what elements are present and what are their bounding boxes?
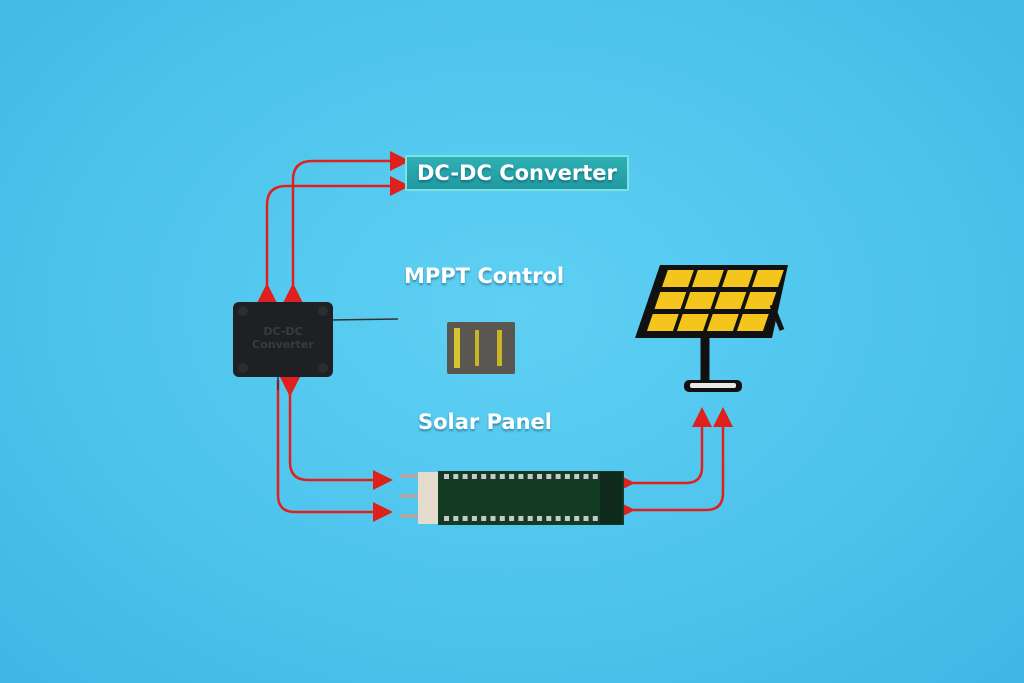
board-pin: [546, 516, 552, 521]
board-pin: [490, 474, 496, 479]
arrow-converter-to-board-inner: [280, 377, 393, 490]
solar-cell: [662, 270, 694, 287]
converter-box-print: DC-DC Converter: [252, 325, 314, 351]
board-pin: [444, 516, 449, 521]
solar-cell: [646, 314, 679, 331]
board-pin: [518, 474, 524, 479]
board-pin: [555, 516, 561, 521]
board-pin: [574, 516, 580, 521]
board-pin: [471, 516, 477, 521]
solar-panel-icon: [635, 265, 788, 392]
board-pin: [592, 474, 598, 479]
solar-cell: [744, 292, 777, 309]
arrow-board-to-panel-inner: [615, 407, 712, 493]
solar-panel-label: Solar Panel: [418, 410, 552, 434]
arrow-converter-to-board-outer: [276, 380, 393, 522]
solar-cell: [736, 314, 769, 331]
board-pin: [564, 474, 570, 479]
board-pin: [527, 474, 533, 479]
board-pin: [509, 474, 515, 479]
board-pin: [555, 474, 561, 479]
board-pin: [583, 474, 589, 479]
board-pin: [527, 516, 533, 521]
solar-cell: [706, 314, 739, 331]
mppt-control-label: MPPT Control: [404, 264, 565, 288]
board-pin: [499, 516, 505, 521]
board-pin: [471, 474, 477, 479]
board-pin: [499, 474, 505, 479]
board-pin: [481, 516, 487, 521]
board-pin: [509, 516, 515, 521]
board-pin: [453, 474, 459, 479]
mppt-chip: [447, 322, 515, 374]
board-pin: [453, 516, 459, 521]
solar-cell: [654, 292, 687, 309]
solar-cell: [714, 292, 747, 309]
board-pin: [444, 474, 449, 479]
board-pin: [537, 474, 542, 479]
board-pin: [490, 516, 496, 521]
board-pin: [481, 474, 487, 479]
dcdc-converter-module: [233, 302, 399, 390]
board-pin: [462, 516, 468, 521]
board-pin: [564, 516, 570, 521]
arrow-board-to-panel-outer: [615, 407, 733, 520]
solar-cell: [684, 292, 717, 309]
solar-cell: [692, 270, 724, 287]
arrow-converter-to-dcdc-outer: [257, 176, 410, 303]
solar-cell: [676, 314, 709, 331]
solar-cell: [752, 270, 784, 287]
board-pin: [592, 516, 598, 521]
board-pin: [518, 516, 524, 521]
board-pin: [583, 516, 589, 521]
arrow-converter-to-dcdc-inner: [283, 151, 410, 303]
board-pin: [537, 516, 542, 521]
dcdc-converter-label: DC-DC Converter: [405, 155, 629, 191]
board-pin: [574, 474, 580, 479]
board-pin: [462, 474, 468, 479]
solar-cell: [722, 270, 754, 287]
microcontroller-board: [400, 471, 624, 525]
board-pin: [546, 474, 552, 479]
